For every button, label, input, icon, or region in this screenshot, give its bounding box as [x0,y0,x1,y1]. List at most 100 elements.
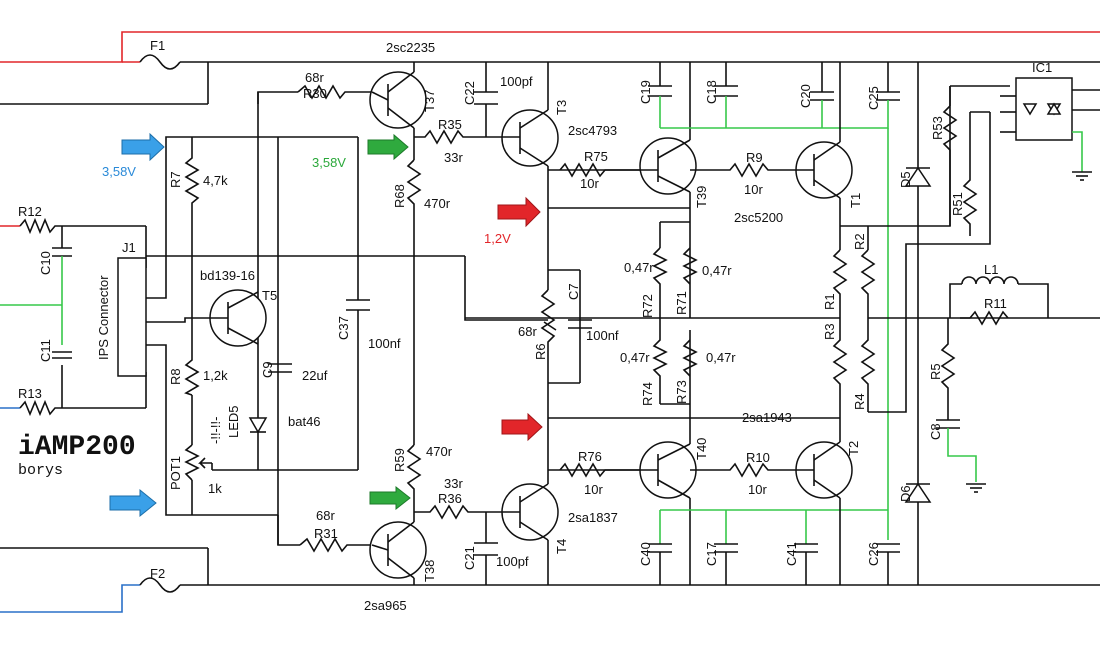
svg-text:R35: R35 [438,117,462,132]
svg-text:2sc2235: 2sc2235 [386,40,435,55]
ips-connector-j1: J1 IPS Connector [96,240,147,377]
svg-text:F2: F2 [150,566,165,581]
svg-text:T3: T3 [554,100,569,115]
svg-text:100pf: 100pf [496,554,529,569]
capacitor-c37: C37 100nf [336,299,401,351]
label-r74v: 0,47r [620,350,650,365]
label-r4: R4 [852,393,867,410]
transistor-t2: T2 2sa1943 [742,390,861,585]
svg-text:-!!-!!-: -!!-!!- [208,417,223,444]
svg-text:R31: R31 [314,526,338,541]
transistor-t4: T4 2sa1837 [500,483,618,585]
optocoupler-ic1: IC1 [1000,60,1100,172]
svg-text:R51: R51 [950,192,965,216]
transistor-t3: T3 2sc4793 [486,62,617,167]
schematic-author: borys [18,462,63,479]
svg-text:T40: T40 [694,438,709,460]
label-c26: C26 [866,542,881,566]
diode-d5: D5 [898,62,932,318]
svg-text:10r: 10r [584,482,603,497]
svg-text:bd139-16: bd139-16 [200,268,255,283]
svg-text:POT1: POT1 [168,456,183,490]
svg-text:C22: C22 [462,81,477,105]
resistor-r76: R76 10r [559,449,640,497]
potentiometer-pot1[interactable]: POT1 1k [168,444,258,496]
label-c40: C40 [638,542,653,566]
resistor-r31: 68r R31 [299,508,372,553]
svg-text:68r: 68r [316,508,335,523]
svg-text:100pf: 100pf [500,74,533,89]
svg-text:10r: 10r [744,182,763,197]
capacitor-c22: C22 100pf [462,74,533,105]
svg-text:T38: T38 [422,560,437,582]
svg-text:470r: 470r [424,196,451,211]
svg-text:LED5: LED5 [226,405,241,438]
resistor-r75: R75 10r [559,149,640,191]
label-r3: R3 [822,323,837,340]
svg-text:100nf: 100nf [368,336,401,351]
resistor-r36: R36 33r [414,476,500,520]
svg-text:R53: R53 [930,116,945,140]
capacitor-c11: C11 [38,339,72,362]
svg-text:22uf: 22uf [302,368,328,383]
svg-text:R6: R6 [533,343,548,360]
label-c25: C25 [866,86,881,110]
resistor-r11: R11 [960,296,1009,326]
svg-text:D6: D6 [898,485,913,502]
label-r72: R72 [640,294,655,318]
svg-text:33r: 33r [444,150,463,165]
svg-text:2sc5200: 2sc5200 [734,210,783,225]
transistor-t40: T40 [639,330,709,585]
svg-text:J1: J1 [122,240,136,255]
svg-text:33r: 33r [444,476,463,491]
input-wiring [0,91,548,546]
resistor-r13: R13 [18,386,60,417]
svg-text:R30: R30 [303,86,327,101]
svg-text:470r: 470r [426,444,453,459]
label-r73: R73 [674,380,689,404]
svg-text:1,2k: 1,2k [203,368,228,383]
voltage-label-bias: 1,2V [484,231,511,246]
label-r74: R74 [640,382,655,406]
svg-text:R36: R36 [438,491,462,506]
negative-rail [0,547,1100,613]
svg-text:R10: R10 [746,450,770,465]
svg-text:C7: C7 [566,283,581,300]
label-c19: C19 [638,80,653,104]
transistor-t38: T38 2sa965 [364,521,437,613]
inductor-l1: L1 [949,262,1049,318]
label-c17: C17 [704,542,719,566]
svg-text:10r: 10r [580,176,599,191]
green-arrow-bottom [369,485,411,511]
svg-text:L1: L1 [984,262,998,277]
emitter-resistors [465,221,840,405]
resistor-r10: R10 10r [690,450,796,497]
capacitor-c10: C10 [38,247,72,275]
resistor-r35: R35 33r [414,117,486,165]
capacitor-c21: C21 100pf [462,542,529,570]
resistor-r8: R8 1,2k [168,355,228,396]
transistor-t5: T5 bd139-16 [195,268,277,347]
label-r2: R2 [852,233,867,250]
transistor-t39: T39 [639,62,709,318]
svg-text:T1: T1 [848,193,863,208]
svg-text:F1: F1 [150,38,165,53]
resistor-r51: R51 [950,111,990,236]
decoupling-top [648,62,900,540]
svg-text:R13: R13 [18,386,42,401]
svg-text:R9: R9 [746,150,763,165]
svg-text:10r: 10r [748,482,767,497]
resistor-r9: R9 10r [690,150,796,197]
resistor-r68: R68 470r [392,159,451,445]
svg-text:2sc4793: 2sc4793 [568,123,617,138]
green-arrow-top [367,133,409,161]
svg-text:T4: T4 [554,539,569,554]
resistor-r30: 68r R30 [297,70,372,101]
schematic-title: iAMP200 [18,432,136,463]
svg-text:R68: R68 [392,184,407,208]
svg-text:C21: C21 [462,546,477,570]
svg-text:100nf: 100nf [586,328,619,343]
svg-text:R11: R11 [984,296,1007,311]
blue-arrow-bottom [109,488,157,518]
